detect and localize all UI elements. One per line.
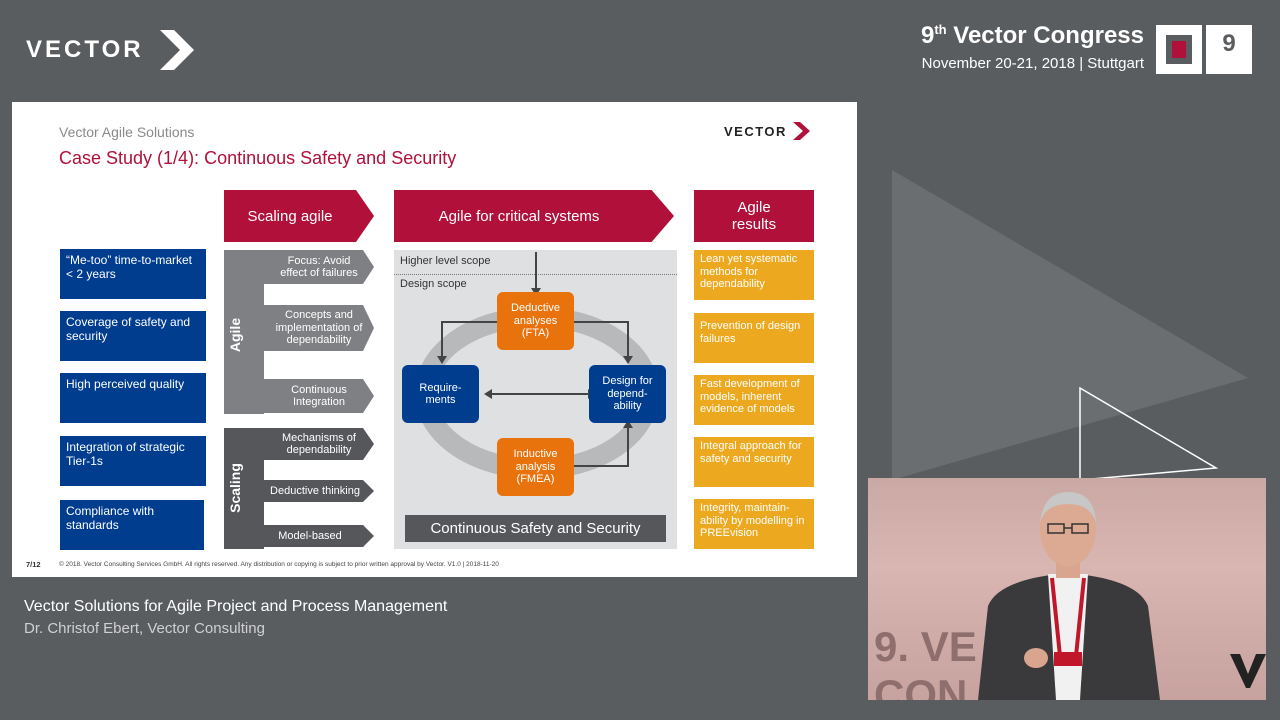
agile-item: Concepts and implementation of dependabi… bbox=[264, 305, 374, 351]
congress-ordinal: th bbox=[934, 22, 947, 37]
agile-item-label: Continuous Integration bbox=[291, 383, 347, 409]
header-agile-results-label: Agile results bbox=[731, 199, 777, 233]
driver-box: Coverage of safety and security bbox=[60, 311, 206, 361]
node-requirements: Require-ments bbox=[402, 365, 479, 423]
speaker-name: Dr. Christof Ebert, Vector Consulting bbox=[24, 620, 265, 637]
slide-page-number: 7/12 bbox=[26, 560, 41, 569]
badge-number: 9 bbox=[1222, 30, 1235, 57]
agile-gap bbox=[264, 351, 288, 379]
continuous-safety-banner: Continuous Safety and Security bbox=[405, 515, 666, 542]
slide-logo-text: VECTOR bbox=[724, 124, 787, 139]
vector-logo-text: VECTOR bbox=[26, 36, 144, 63]
header-agile-results: Agile results bbox=[694, 190, 814, 242]
driver-box: Integration of strategic Tier-1s bbox=[60, 436, 206, 486]
video-backdrop-text-2: CON bbox=[874, 671, 968, 701]
slide-vector-logo: VECTOR bbox=[724, 124, 787, 139]
agile-label: Agile bbox=[227, 317, 244, 353]
scaling-label-wrap: Scaling bbox=[224, 460, 246, 516]
agile-bracket bbox=[224, 250, 264, 414]
agile-label-wrap: Agile bbox=[224, 312, 246, 358]
congress-badge-icon: 9 bbox=[1156, 25, 1252, 74]
presentation-slide: Vector Agile Solutions Case Study (1/4):… bbox=[12, 102, 857, 577]
scaling-item: Model-based bbox=[264, 525, 374, 547]
result-box: Prevention of design failures bbox=[694, 313, 814, 363]
header-scaling-agile: Scaling agile bbox=[224, 190, 374, 242]
node-deductive-label: Deductive analyses (FTA) bbox=[511, 302, 560, 340]
slide-title: Case Study (1/4): Continuous Safety and … bbox=[59, 148, 457, 168]
result-box: Integrity, maintain-ability by modelling… bbox=[694, 499, 814, 549]
design-scope-label: Design scope bbox=[400, 278, 467, 290]
driver-box: Compliance with standards bbox=[60, 500, 204, 550]
higher-scope-label: Higher level scope bbox=[400, 255, 491, 267]
scaling-gap bbox=[264, 502, 288, 525]
node-inductive-analysis: Inductive analysis (FMEA) bbox=[497, 438, 574, 496]
result-box: Lean yet systematic methods for dependab… bbox=[694, 250, 814, 300]
congress-date: November 20-21, 2018 | Stuttgart bbox=[921, 55, 1144, 72]
agile-item: Continuous Integration bbox=[264, 379, 374, 413]
background-chevron-icon bbox=[892, 170, 1248, 481]
agile-item-label: Concepts and implementation of dependabi… bbox=[275, 309, 363, 347]
header-agile-critical-label: Agile for critical systems bbox=[438, 207, 600, 225]
scaling-label: Scaling bbox=[227, 463, 244, 513]
congress-name: Vector Congress bbox=[946, 22, 1144, 49]
node-design-label: Design for depend-ability bbox=[602, 375, 653, 413]
agile-item-label: Focus: Avoid effect of failures bbox=[280, 254, 358, 280]
scaling-item: Mechanisms of dependability bbox=[264, 428, 374, 460]
header-agile-critical: Agile for critical systems bbox=[394, 190, 674, 242]
scaling-item: Deductive thinking bbox=[264, 480, 374, 502]
speaker-figure bbox=[978, 492, 1160, 700]
scaling-bracket bbox=[224, 428, 264, 549]
header-scaling-agile-label: Scaling agile bbox=[247, 207, 333, 225]
congress-number: 9 bbox=[920, 22, 935, 49]
speaker-video: 9. VE CON bbox=[868, 478, 1266, 700]
scaling-item-label: Model-based bbox=[278, 529, 342, 542]
slide-footer: © 2018. Vector Consulting Services GmbH.… bbox=[59, 561, 499, 568]
vector-chevron-icon bbox=[160, 30, 194, 70]
driver-box: “Me-too” time-to-market < 2 years bbox=[60, 249, 206, 299]
node-inductive-label: Inductive analysis (FMEA) bbox=[513, 448, 558, 486]
congress-title: 9th Vector Congress bbox=[921, 22, 1144, 50]
video-backdrop-logo-icon bbox=[1230, 654, 1266, 688]
scaling-gap bbox=[264, 460, 288, 480]
vector-logo: VECTOR bbox=[26, 36, 144, 64]
result-box: Integral approach for safety and securit… bbox=[694, 437, 814, 487]
node-design-for-dependability: Design for depend-ability bbox=[589, 365, 666, 423]
driver-box: High perceived quality bbox=[60, 373, 206, 423]
scaling-item-label: Mechanisms of dependability bbox=[282, 431, 356, 457]
agile-gap bbox=[264, 284, 288, 305]
node-requirements-label: Require-ments bbox=[419, 381, 462, 407]
slide-subtitle: Vector Agile Solutions bbox=[59, 124, 195, 140]
slide-logo-chevron-icon bbox=[793, 122, 810, 140]
scaling-item-label: Deductive thinking bbox=[270, 484, 360, 497]
node-deductive-analyses: Deductive analyses (FTA) bbox=[497, 292, 574, 350]
video-backdrop-text: 9. VE bbox=[874, 623, 977, 670]
talk-title: Vector Solutions for Agile Project and P… bbox=[24, 598, 448, 615]
agile-item: Focus: Avoid effect of failures bbox=[264, 250, 374, 284]
result-box: Fast development of models, inherent evi… bbox=[694, 375, 814, 425]
